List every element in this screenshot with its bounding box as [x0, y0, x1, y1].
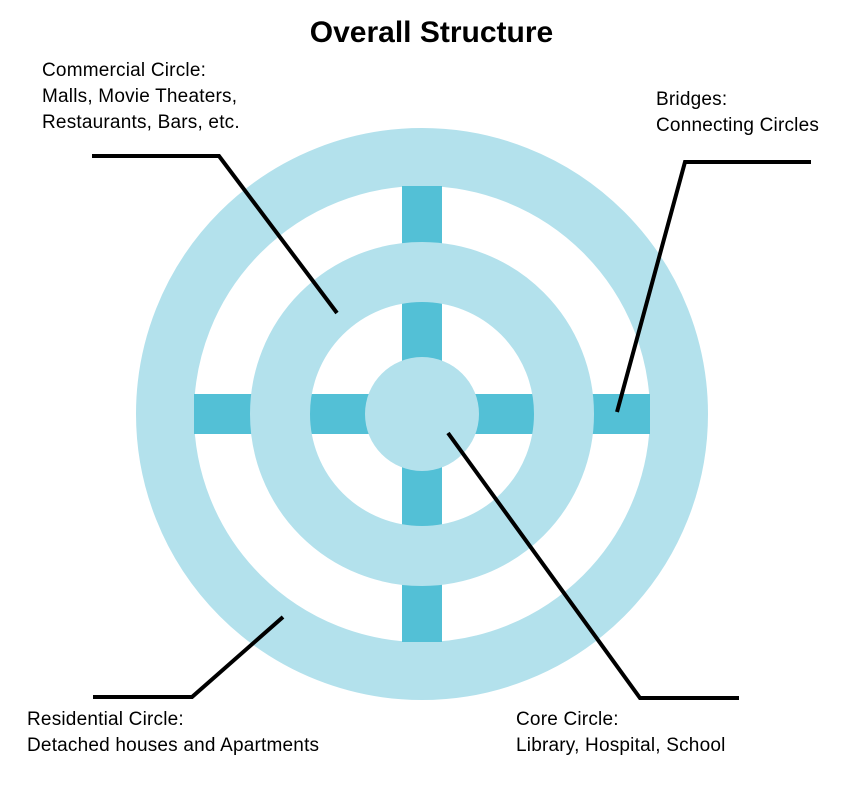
commercial-circle-label: Commercial Circle: Malls, Movie Theaters… — [42, 58, 240, 136]
residential-ring — [136, 128, 708, 700]
bridges-pointer-line — [615, 160, 811, 413]
commercial-label-line-1: Commercial Circle: — [42, 60, 207, 81]
commercial-label-line-3: Restaurants, Bars, etc. — [42, 112, 240, 133]
residential-circle-label: Residential Circle: Detached houses and … — [27, 707, 319, 759]
residential-label-line-1: Residential Circle: — [27, 709, 184, 730]
core-pointer-line — [446, 431, 739, 700]
bridges-label: Bridges: Connecting Circles — [656, 87, 819, 139]
bridges-label-line-1: Bridges: — [656, 89, 728, 110]
commercial-ring — [250, 242, 594, 586]
residential-pointer-line — [93, 615, 285, 699]
core-circle-label: Core Circle: Library, Hospital, School — [516, 707, 726, 759]
bridges-label-line-2: Connecting Circles — [656, 115, 820, 136]
core-circle — [365, 357, 479, 471]
commercial-label-line-2: Malls, Movie Theaters, — [42, 86, 238, 107]
commercial-pointer-line — [92, 154, 339, 315]
core-label-line-1: Core Circle: — [516, 709, 619, 730]
residential-label-line-2: Detached houses and Apartments — [27, 735, 320, 756]
page-title: Overall Structure — [309, 16, 554, 49]
core-label-line-2: Library, Hospital, School — [516, 735, 726, 756]
